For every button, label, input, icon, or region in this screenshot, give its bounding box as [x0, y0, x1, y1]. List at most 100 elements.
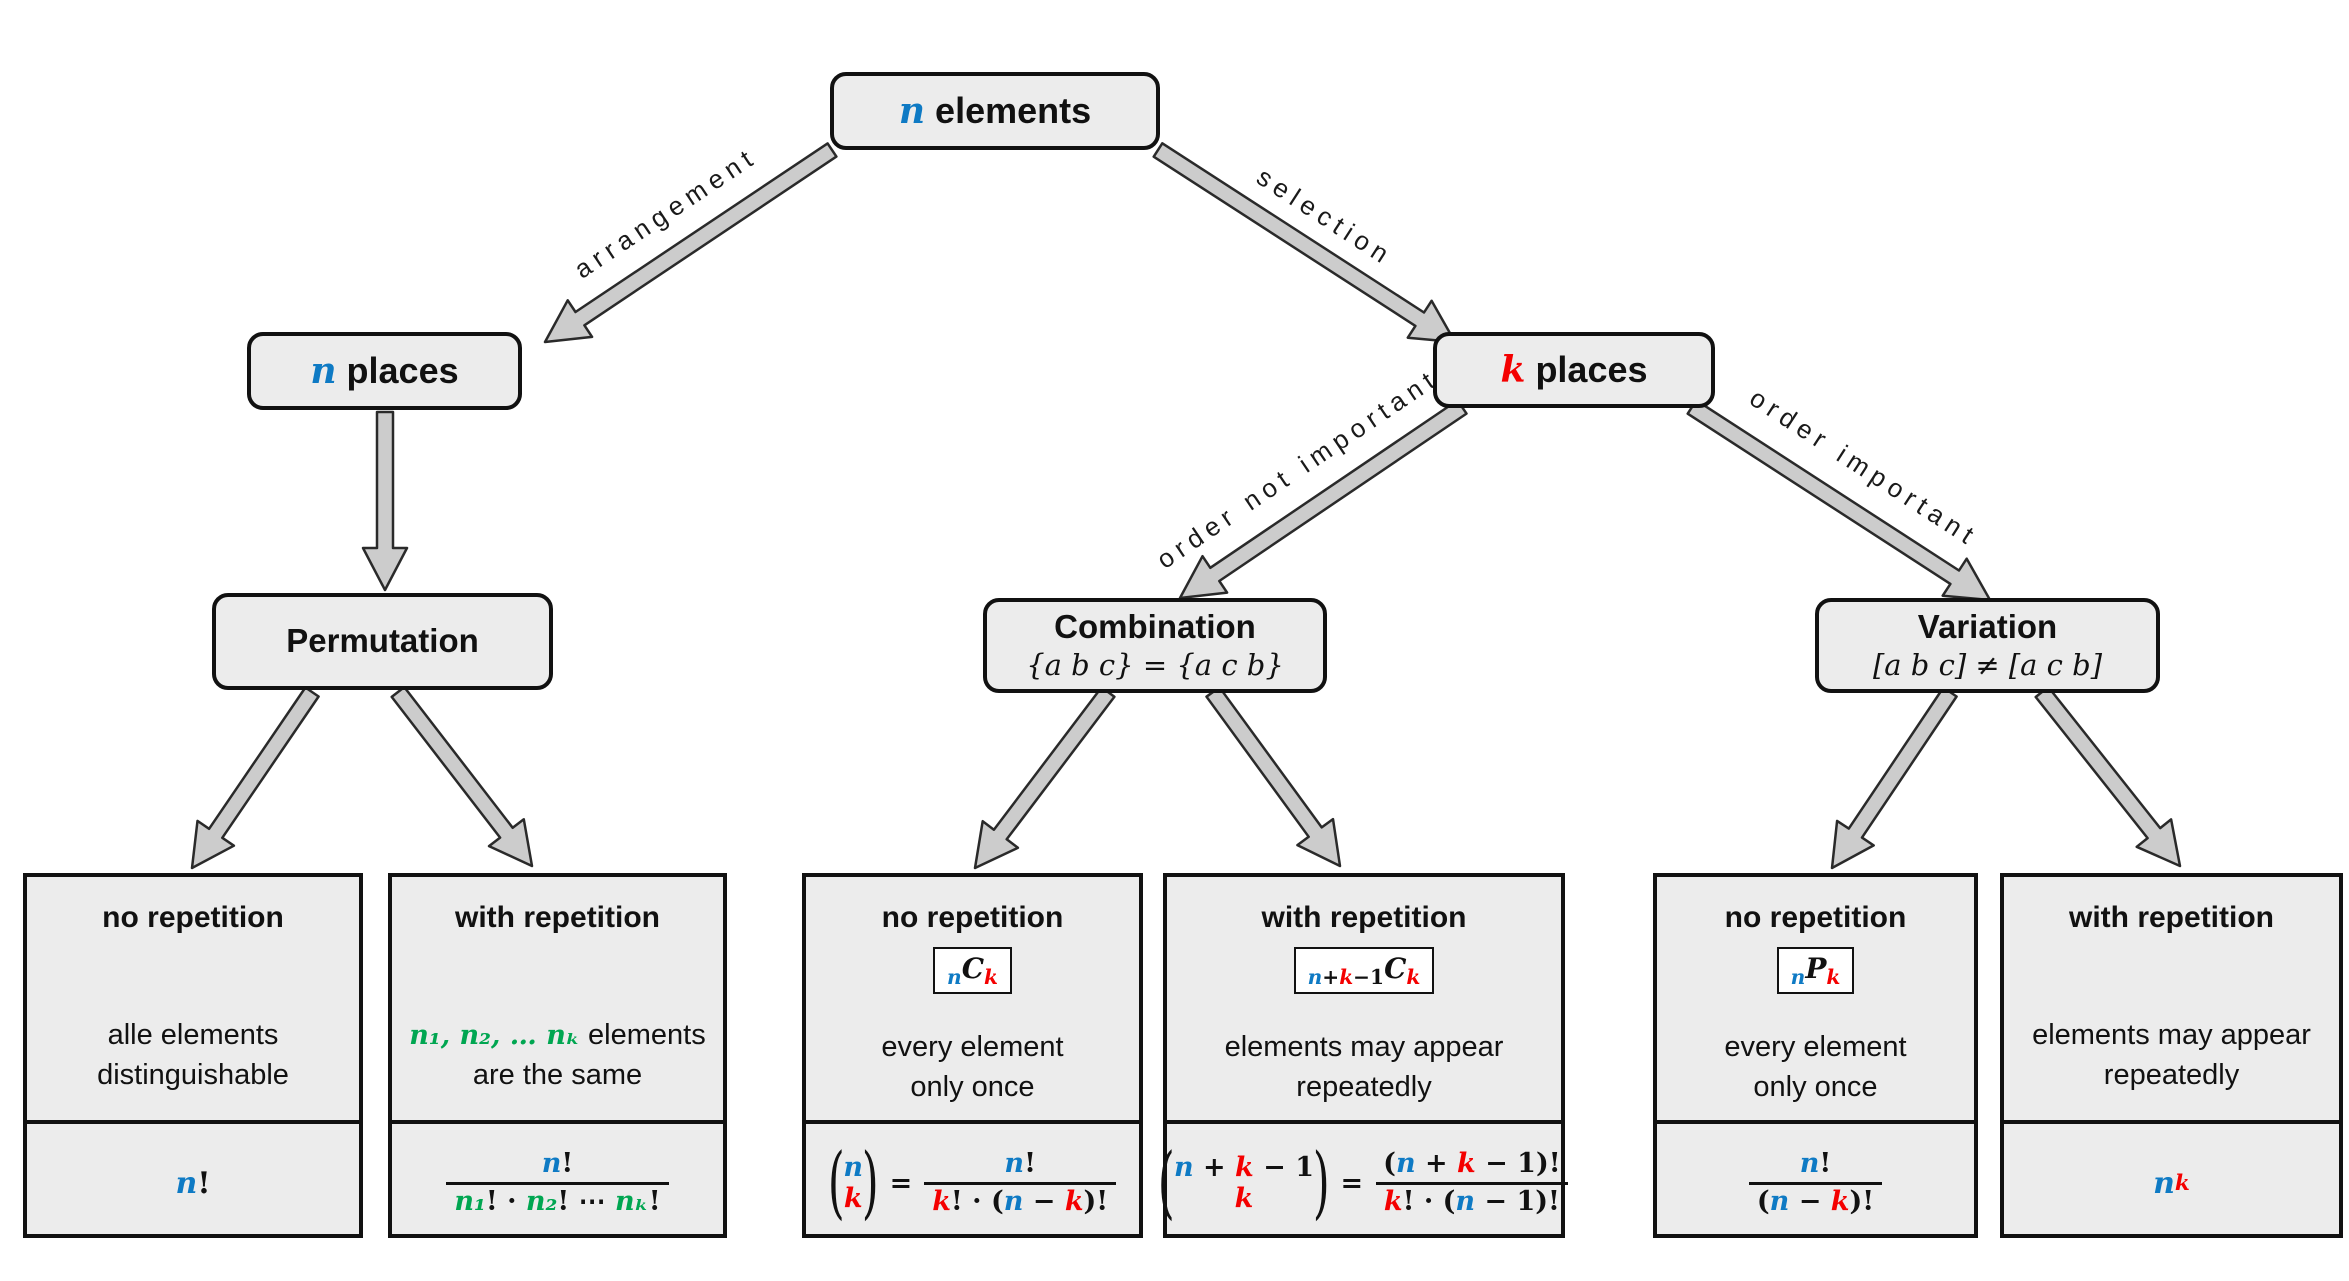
desc-line1: elements may appear [1224, 1031, 1504, 1063]
leaf-description: elements may appear repeatedly [1167, 1027, 1561, 1107]
math-plus-sub: + [1322, 965, 1340, 990]
math-minus: − [1789, 1185, 1831, 1217]
arrow-order-important [1686, 399, 1992, 602]
math-bang: ! [197, 1165, 211, 1201]
node-permutation-title: Permutation [286, 622, 479, 660]
leaf-title: no repetition [1724, 901, 1907, 934]
math-n1-n2-nk: n₁, n₂, … nₖ [409, 1020, 580, 1051]
arrow-variation-with-repetition [2034, 685, 2182, 868]
math-nk: nₖ [615, 1185, 649, 1217]
math-equals: = [1340, 1167, 1364, 1199]
leaf-description: alle elements distinguishable [27, 1015, 359, 1095]
math-P: P [1805, 952, 1827, 985]
math-bang: ! [1819, 1148, 1832, 1180]
desc-line2: only once [1753, 1071, 1878, 1104]
math-C: C [1384, 952, 1407, 985]
arrow-combination-no-repetition [973, 685, 1116, 870]
leaf-title: with repetition [1261, 901, 1467, 934]
var-n: n [898, 89, 926, 132]
math-plus: + [1193, 1151, 1236, 1183]
leaf-description: every element only once [1657, 1027, 1974, 1107]
node-n-places-label: places [346, 349, 459, 391]
math-n: n [2153, 1165, 2175, 1201]
leaf-title: with repetition [2069, 901, 2274, 934]
math-n-sub: n [1307, 965, 1323, 990]
desc-line1: elements may appear [2032, 1019, 2311, 1051]
leaf-permutation-no-repetition: no repetition alle elements distinguisha… [23, 873, 363, 1238]
math-op: − 1)! [1475, 1185, 1560, 1217]
math-k: k [1064, 1185, 1084, 1217]
math-minus1-sub: −1 [1353, 965, 1385, 990]
desc-rest: elements [579, 1019, 706, 1051]
math-bang: ! [1024, 1148, 1036, 1180]
math-k: k [932, 1185, 951, 1217]
math-k: k [1234, 1183, 1254, 1214]
arrow-order-not-important [1178, 399, 1468, 600]
symbol-nPk: nPk [1776, 947, 1855, 995]
math-n: n [1799, 1148, 1820, 1180]
math-C: C [961, 952, 984, 985]
math-n: n [1004, 1148, 1025, 1180]
math-op: ! · ( [1402, 1185, 1456, 1217]
leaf-combination-with-repetition: with repetition n+k−1Ck elements may app… [1158, 873, 1568, 1238]
arrow-n-places-to-permutation [361, 410, 409, 592]
math-k-sub: k [1339, 965, 1354, 990]
desc-line2: repeatedly [1296, 1071, 1432, 1104]
symbol-n-plus-k-minus-1-Ck: n+k−1Ck [1293, 947, 1435, 995]
leaf-permutation-with-repetition: with repetition n₁, n₂, … nₖ elements ar… [388, 873, 727, 1238]
math-k: k [1383, 1185, 1403, 1217]
arrow-arrangement [543, 142, 838, 344]
math-n1: n₁ [454, 1185, 486, 1217]
math-op: − 1)! [1475, 1148, 1561, 1180]
leaf-title: no repetition [881, 901, 1064, 934]
math-n: n [1003, 1185, 1024, 1217]
leaf-variation-with-repetition: with repetition elements may appear repe… [2000, 873, 2343, 1238]
math-n: n [1769, 1185, 1790, 1217]
leaf-description: n₁, n₂, … nₖ elements are the same [392, 1015, 723, 1095]
math-plus: + [1415, 1148, 1458, 1180]
math-k: k [843, 1183, 863, 1214]
desc-line1: every element [881, 1031, 1064, 1063]
desc-line1: every element [1724, 1031, 1907, 1063]
formula-n-factorial: n! [27, 1120, 359, 1242]
math-paren: ( [1756, 1185, 1770, 1217]
math-op: )! [1083, 1185, 1109, 1217]
arrow-selection [1152, 142, 1457, 344]
symbol-nCk: nCk [933, 947, 1012, 995]
math-op: ! · ( [950, 1185, 1004, 1217]
math-minus1: − 1 [1253, 1151, 1314, 1183]
math-n: n [1395, 1148, 1416, 1180]
math-bang: ! [561, 1148, 574, 1180]
math-k: k [1830, 1185, 1850, 1217]
leaf-title: with repetition [455, 901, 660, 934]
math-n-sub: n [947, 965, 962, 990]
leaf-description: every element only once [806, 1027, 1139, 1107]
math-bang: ! [648, 1185, 661, 1217]
arrow-permutation-no-repetition [190, 686, 320, 870]
formula-n-factorial-over-n-minus-k: n! (n − k)! [1657, 1120, 1974, 1242]
desc-line2: distinguishable [97, 1059, 289, 1092]
math-op: )! [1849, 1185, 1875, 1217]
math-n: n [843, 1151, 864, 1183]
node-k-places-label: places [1535, 348, 1648, 390]
node-combination: Combination {a b c} = {a c b} [983, 598, 1327, 693]
leaf-variation-no-repetition: no repetition nPk every element only onc… [1653, 873, 1978, 1238]
formula-multinomial: n! n₁! · n₂! ⋯ nₖ! [392, 1120, 723, 1242]
node-variation: Variation [a b c] ≠ [a c b] [1815, 598, 2160, 693]
arrow-permutation-with-repetition [390, 685, 534, 868]
math-op: ! ⋯ [557, 1185, 616, 1217]
leaf-title: no repetition [102, 901, 284, 934]
math-n: n [1173, 1151, 1194, 1183]
leaf-combination-no-repetition: no repetition nCk every element only onc… [802, 873, 1143, 1238]
desc-line2: only once [910, 1071, 1035, 1104]
desc-line2: repeatedly [2103, 1059, 2240, 1092]
math-n: n [541, 1148, 562, 1180]
math-n2: n₂ [525, 1185, 558, 1217]
math-n: n [175, 1165, 198, 1201]
